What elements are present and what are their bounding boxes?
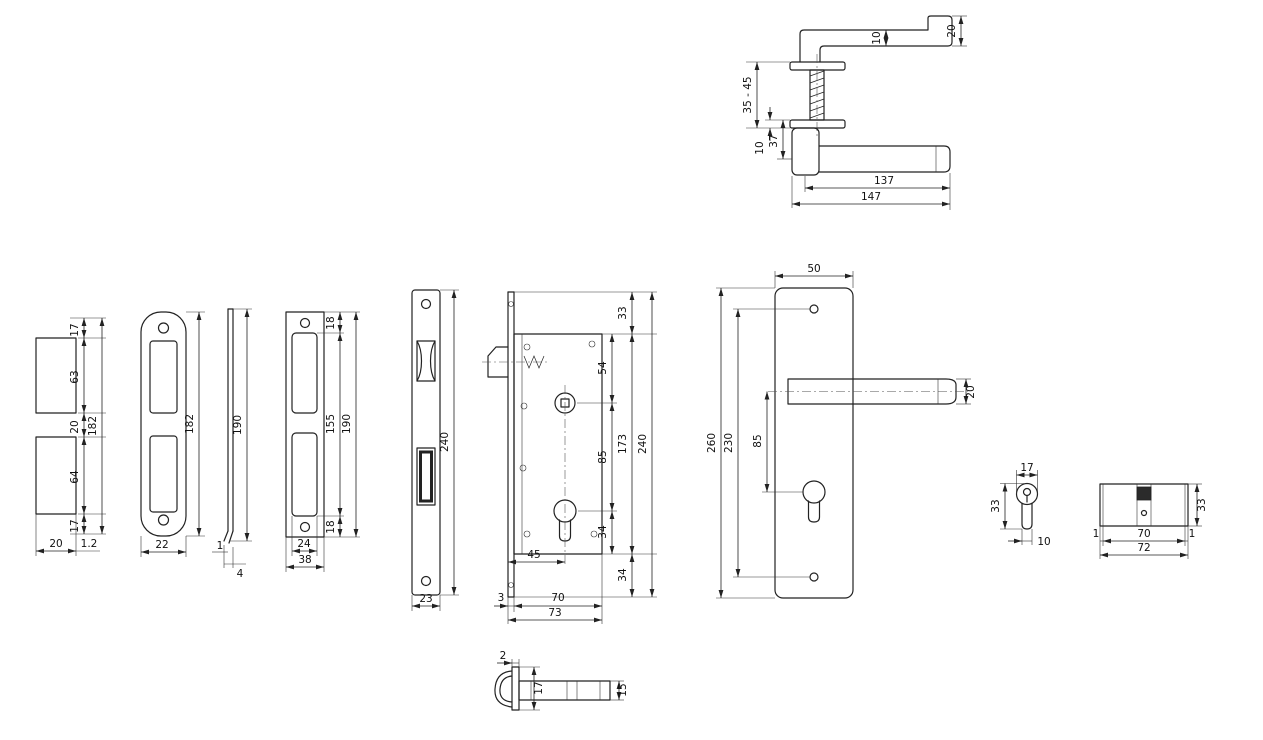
view-spindle: 2 17 15	[494, 650, 629, 711]
view-lock-body: 54 85 34 33 173 34 240 45 3 70 73	[482, 291, 657, 624]
dim-strikeedge-thickness: 1	[217, 540, 224, 552]
dim-strikebox-middle: 20	[69, 420, 81, 433]
view-strike-plate: 182 22	[140, 311, 205, 557]
dim-lock-cyl-to-bottom: 34	[597, 525, 609, 539]
dim-lock-hub-offset: 54	[597, 361, 609, 375]
dim-lock-backset: 45	[527, 549, 540, 561]
dim-strikebox-top: 17	[69, 323, 81, 336]
dim-escutcheon-lever-width: 20	[965, 385, 977, 398]
dim-strikeplate2-cutout-width: 24	[297, 538, 311, 550]
dim-handle-length-outer: 147	[861, 191, 881, 203]
view-strike-plate2: 18 155 18 190 24 38	[285, 311, 360, 572]
dim-handle-rose-thickness: 10	[754, 141, 766, 154]
dim-strikebox-thickness: 1.2	[81, 538, 98, 550]
dim-faceplate-width: 23	[419, 593, 432, 605]
dim-cylside-total-length: 72	[1137, 542, 1150, 554]
view-faceplate: 240 23	[411, 289, 459, 611]
dim-escutcheon-height: 260	[706, 433, 718, 453]
view-escutcheon: 50 260 230 85 20	[706, 263, 977, 599]
dim-cylside-height: 33	[1196, 498, 1208, 511]
view-cylinder-front: 17 33 10	[990, 462, 1051, 548]
dim-lock-total-depth: 73	[548, 607, 561, 619]
dim-lock-bottom-margin: 34	[617, 568, 629, 582]
dim-strikeedge-lip: 4	[237, 568, 244, 580]
dim-lock-total-height: 240	[637, 434, 649, 454]
dim-lock-centers: 85	[597, 450, 609, 463]
dim-escutcheon-handle-to-cyl: 85	[752, 434, 764, 447]
dim-lock-case-height: 173	[617, 434, 629, 454]
dim-lock-case-depth: 70	[551, 592, 564, 604]
view-strike-edge: 190 1 4	[212, 308, 252, 580]
dim-handle-grip-thickness: 10	[871, 31, 883, 44]
view-handle-side: 10 20 35 - 45 10 37 137 147	[742, 15, 967, 210]
dim-cylside-body-length: 70	[1137, 528, 1150, 540]
dim-faceplate-height: 240	[439, 432, 451, 452]
dim-spindle-tip: 2	[500, 650, 507, 662]
dim-strikeplate2-height: 190	[341, 414, 353, 434]
view-cylinder-side: 33 1 70 1 72	[1093, 483, 1208, 559]
dim-escutcheon-screw-centers: 230	[723, 433, 735, 453]
dim-strikeplate-height: 182	[184, 414, 196, 434]
dim-handle-length-inner: 137	[874, 175, 894, 187]
dim-strikebox-upper: 63	[69, 370, 81, 383]
dim-spindle-shaft: 15	[617, 683, 629, 696]
dim-cylfront-height: 33	[990, 499, 1002, 512]
dim-strikeplate2-cutout-span: 155	[325, 414, 337, 434]
dim-lock-forend-thickness: 3	[498, 592, 505, 604]
dim-spindle-head: 17	[533, 681, 545, 694]
dim-cylside-end-right: 1	[1189, 528, 1196, 540]
dim-lock-top-margin: 33	[617, 306, 629, 319]
dim-strikeedge-height: 190	[232, 415, 244, 435]
dim-handle-end-width: 20	[946, 24, 958, 37]
dim-strikebox-width: 20	[49, 538, 62, 550]
dim-handle-spindle-range: 35 - 45	[742, 76, 754, 113]
dim-strikeplate-width: 22	[155, 539, 168, 551]
dim-strikeplate2-bottom: 18	[325, 520, 337, 533]
dim-handle-rose-to-axis: 37	[768, 134, 780, 147]
dim-cylfront-body-width: 10	[1037, 536, 1050, 548]
dim-strikebox-total: 182	[87, 416, 99, 436]
view-strike-box: 17 63 20 64 17 182 20 1.2	[35, 317, 106, 556]
dim-strikebox-bottom: 17	[69, 519, 81, 532]
dim-strikeplate2-width: 38	[298, 554, 311, 566]
dim-strikebox-lower: 64	[69, 470, 81, 484]
dim-cylfront-width: 17	[1020, 462, 1033, 474]
dim-strikeplate2-top: 18	[325, 316, 337, 329]
dim-escutcheon-width: 50	[807, 263, 820, 275]
dim-cylside-end-left: 1	[1093, 528, 1100, 540]
